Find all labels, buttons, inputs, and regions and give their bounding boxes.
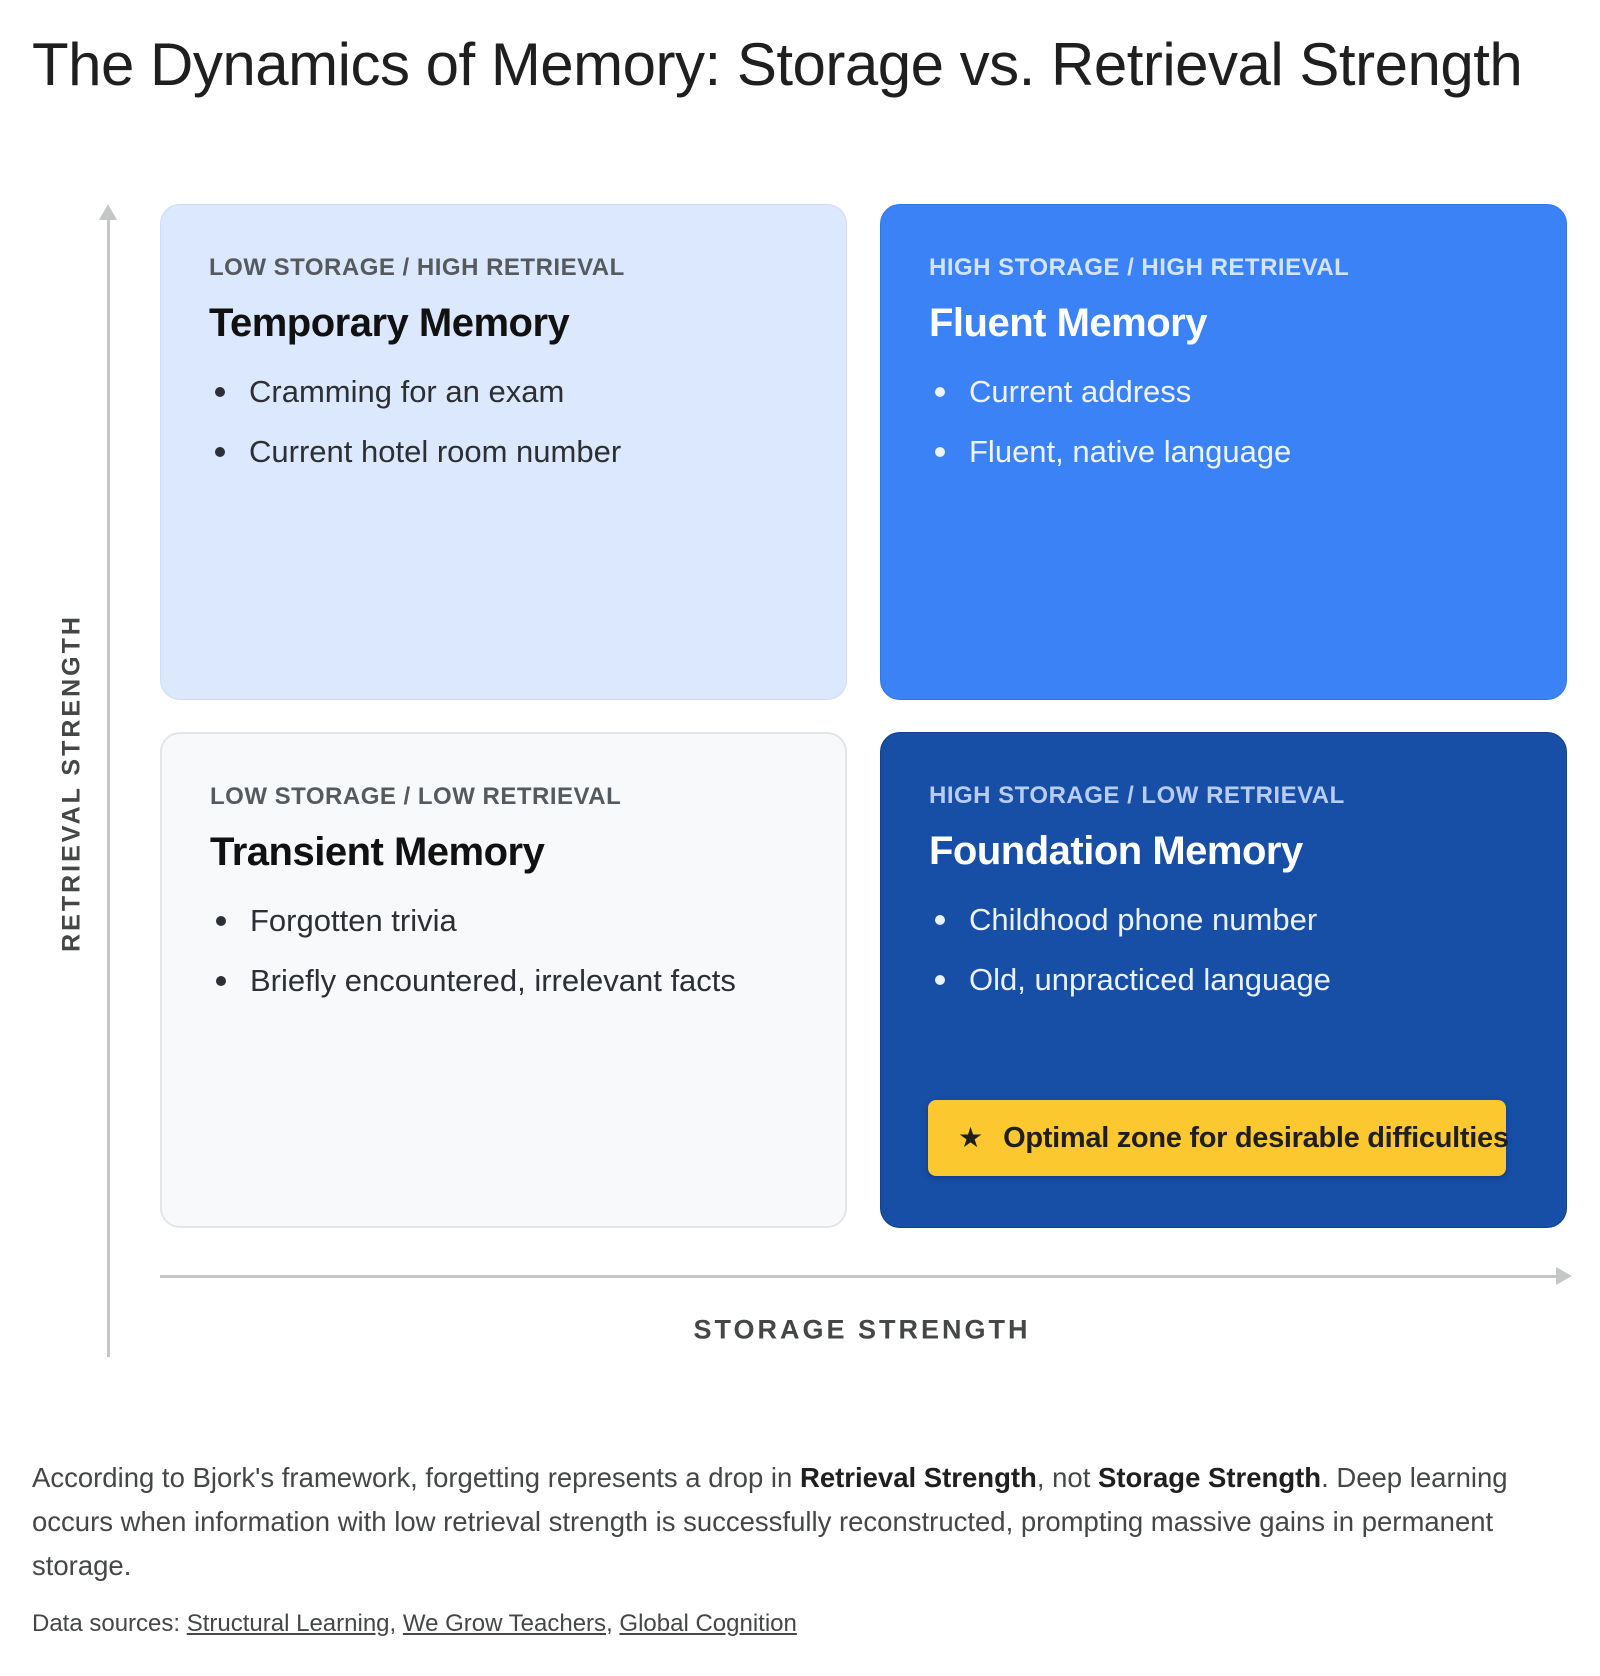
- quadrant-transient-memory: LOW STORAGE / LOW RETRIEVAL Transient Me…: [160, 732, 847, 1228]
- quadrant-heading: Fluent Memory: [929, 301, 1207, 345]
- example-list: Childhood phone number Old, unpracticed …: [929, 901, 1518, 998]
- source-link-we-grow-teachers[interactable]: We Grow Teachers: [402, 1610, 607, 1637]
- retrieval-strength-emphasis: Retrieval Strength: [799, 1462, 1037, 1493]
- list-item-text: Current address: [969, 374, 1192, 409]
- example-list: Current address Fluent, native language: [929, 373, 1518, 470]
- quadrant-category: HIGH STORAGE / HIGH RETRIEVAL: [929, 254, 1350, 281]
- x-axis-arrow-icon: [1556, 1267, 1572, 1285]
- source-link-structural-learning[interactable]: Structural Learning: [186, 1610, 390, 1637]
- description-paragraph: According to Bjork's framework, forgetti…: [32, 1456, 1572, 1588]
- bullet-icon: [935, 387, 945, 397]
- list-item: Childhood phone number: [929, 901, 1518, 938]
- bullet-icon: [935, 975, 945, 985]
- list-item: Old, unpracticed language: [929, 961, 1518, 998]
- description-text: , not: [1036, 1462, 1098, 1493]
- list-item-text: Old, unpracticed language: [969, 962, 1331, 997]
- x-axis-line: [160, 1275, 1558, 1278]
- quadrant-fluent-memory: HIGH STORAGE / HIGH RETRIEVAL Fluent Mem…: [880, 204, 1567, 700]
- list-item: Briefly encountered, irrelevant facts: [210, 962, 797, 999]
- description-text: . Deep learning occurs when information …: [32, 1462, 1508, 1581]
- quadrant-temporary-memory: LOW STORAGE / HIGH RETRIEVAL Temporary M…: [160, 204, 847, 700]
- source-link-global-cognition[interactable]: Global Cognition: [619, 1610, 797, 1637]
- quadrant-heading: Foundation Memory: [929, 829, 1303, 873]
- quadrant-heading: Temporary Memory: [209, 301, 570, 345]
- bullet-icon: [935, 447, 945, 457]
- description-text: According to Bjork's framework, forgetti…: [32, 1462, 800, 1493]
- x-axis-label: STORAGE STRENGTH: [693, 1314, 1031, 1345]
- list-item-text: Fluent, native language: [969, 434, 1292, 469]
- y-axis-arrow-icon: [99, 204, 117, 220]
- list-item-text: Childhood phone number: [969, 902, 1318, 937]
- quadrant-heading: Transient Memory: [210, 830, 545, 874]
- example-list: Forgotten trivia Briefly encountered, ir…: [210, 902, 797, 999]
- example-list: Cramming for an exam Current hotel room …: [209, 373, 798, 470]
- quadrant-category: LOW STORAGE / LOW RETRIEVAL: [210, 783, 622, 810]
- quadrant-foundation-memory: HIGH STORAGE / LOW RETRIEVAL Foundation …: [880, 732, 1567, 1228]
- page-title: The Dynamics of Memory: Storage vs. Retr…: [32, 31, 1523, 98]
- y-axis-line: [107, 212, 110, 1357]
- bullet-icon: [215, 447, 225, 457]
- list-item-text: Forgotten trivia: [250, 903, 457, 938]
- list-item: Current address: [929, 373, 1518, 410]
- optimal-zone-badge: ★ Optimal zone for desirable difficultie…: [928, 1100, 1509, 1176]
- bullet-icon: [935, 915, 945, 925]
- bullet-icon: [216, 916, 226, 926]
- list-item-text: Cramming for an exam: [249, 374, 565, 409]
- bullet-icon: [216, 976, 226, 986]
- quadrant-category: HIGH STORAGE / LOW RETRIEVAL: [929, 782, 1345, 809]
- star-icon: ★: [958, 1122, 984, 1153]
- list-item-text: Current hotel room number: [249, 434, 622, 469]
- list-item: Current hotel room number: [209, 433, 798, 470]
- bullet-icon: [215, 387, 225, 397]
- y-axis-label: RETRIEVAL STRENGTH: [57, 614, 86, 952]
- list-item: Cramming for an exam: [209, 373, 798, 410]
- list-item: Forgotten trivia: [210, 902, 797, 939]
- list-item: Fluent, native language: [929, 433, 1518, 470]
- badge-text: Optimal zone for desirable difficulties: [1003, 1121, 1509, 1154]
- sources-label: Data sources:: [32, 1610, 187, 1637]
- storage-strength-emphasis: Storage Strength: [1098, 1462, 1322, 1493]
- list-item-text: Briefly encountered, irrelevant facts: [250, 963, 736, 998]
- quadrant-category: LOW STORAGE / HIGH RETRIEVAL: [209, 254, 625, 281]
- data-sources: Data sources: Structural Learning, We Gr…: [32, 1610, 797, 1637]
